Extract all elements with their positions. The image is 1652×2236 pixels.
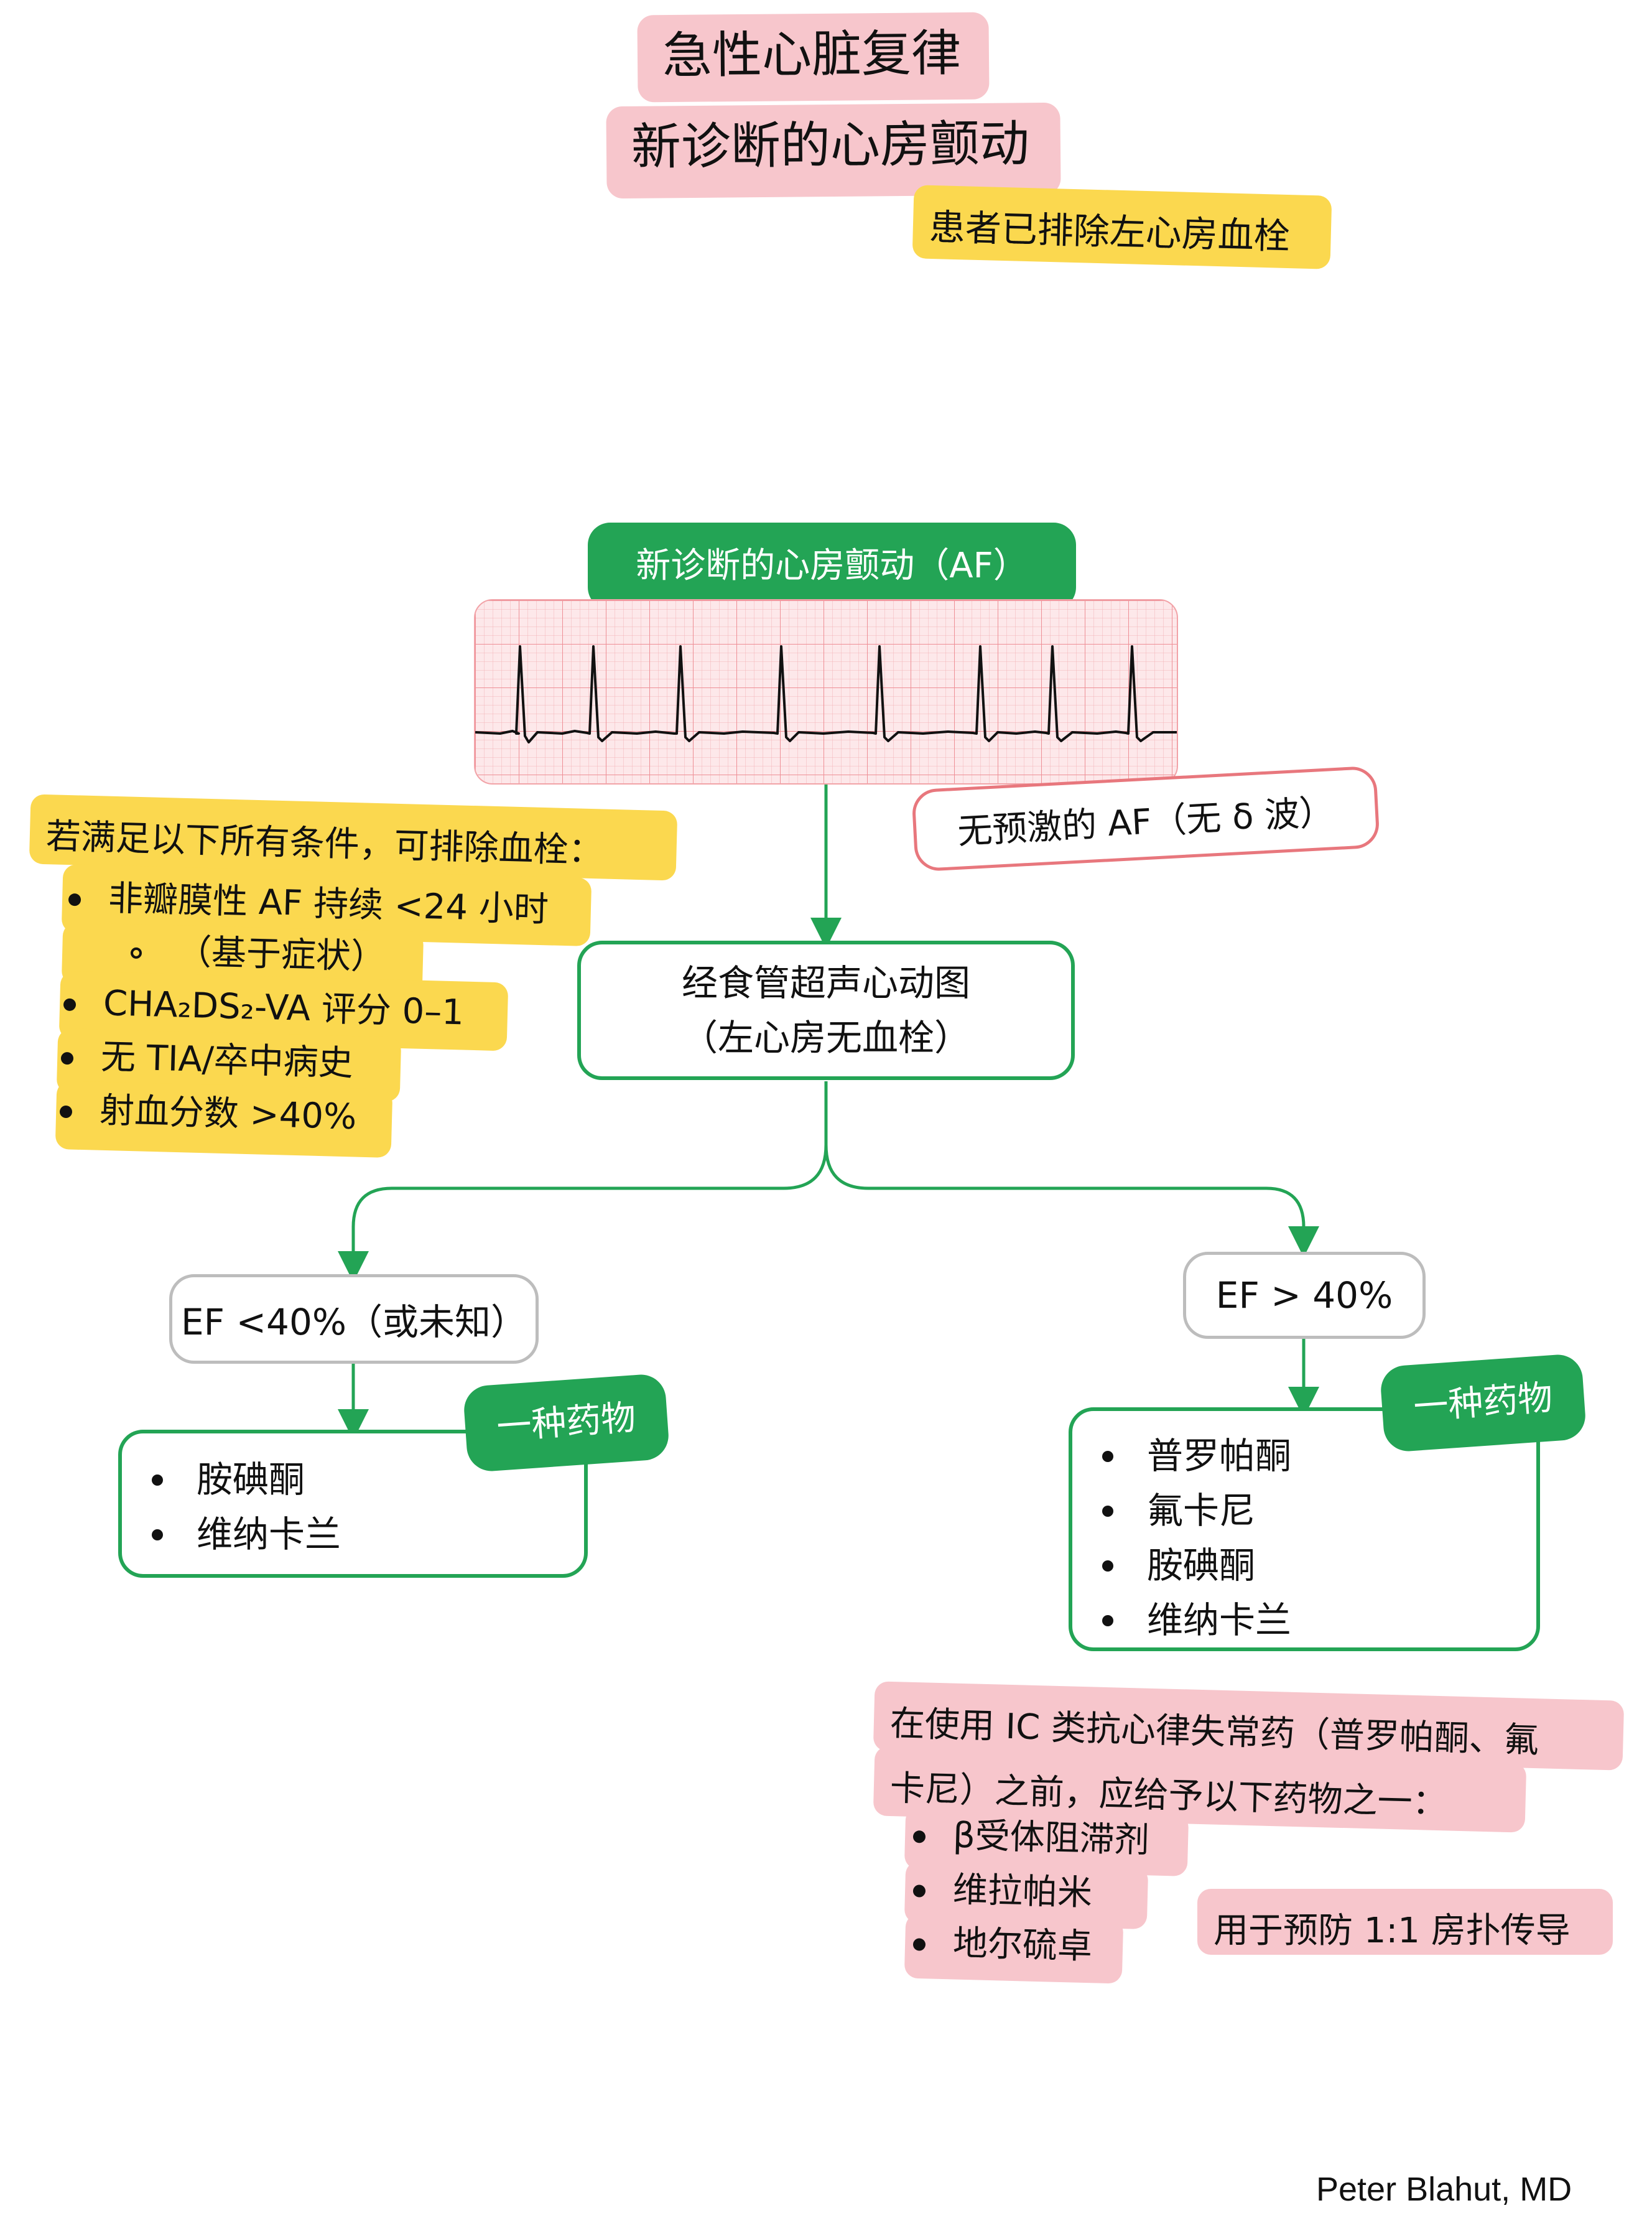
thrombus-line-4: 无 TIA/卒中病史	[60, 1036, 354, 1084]
right-drug-box: 普罗帕酮 氟卡尼 胺碘酮 维纳卡兰	[1069, 1407, 1540, 1651]
ic-note: 用于预防 1:1 房扑传导	[1197, 1889, 1613, 1955]
thrombus-line-5: 射血分数 >40%	[59, 1090, 357, 1138]
bullet-dot-icon	[912, 1938, 926, 1951]
ic-drug-text-3: 地尔硫卓	[952, 1922, 1093, 1967]
thrombus-heading-text: 若满足以下所有条件，可排除血栓：	[45, 816, 604, 872]
left-condition-text: EF <40%（或未知）	[181, 1301, 527, 1343]
right-drug-item-3: 胺碘酮	[1072, 1538, 1536, 1593]
author-credit: Peter Blahut, MD	[1316, 2170, 1572, 2209]
thrombus-line-2: （基于症状）	[130, 931, 386, 978]
right-one-drug-tag: 一种药物	[1379, 1353, 1587, 1453]
left-one-drug-tag: 一种药物	[462, 1372, 671, 1473]
right-drug-item-4: 维纳卡兰	[1072, 1593, 1536, 1647]
bullet-dot-icon	[60, 1051, 74, 1065]
ic-drug-text-2: 维拉帕米	[952, 1869, 1093, 1914]
right-drug-list: 普罗帕酮 氟卡尼 胺碘酮 维纳卡兰	[1072, 1428, 1536, 1647]
bullet-dot-icon	[68, 893, 81, 906]
branch-split-path-right	[824, 1144, 1319, 1257]
left-drug-item-2: 维纳卡兰	[122, 1507, 584, 1562]
left-drug-box: 胺碘酮 维纳卡兰	[118, 1430, 588, 1578]
ecg-waveform	[475, 645, 1177, 743]
right-drug-item-1: 普罗帕酮	[1072, 1428, 1536, 1483]
bullet-dot-icon	[912, 1830, 926, 1843]
ic-drug-2: 维拉帕米	[912, 1869, 1093, 1914]
ic-note-text: 用于预防 1:1 房扑传导	[1213, 1911, 1571, 1951]
ecg-trace-svg	[475, 600, 1177, 783]
ic-drug-3: 地尔硫卓	[912, 1922, 1093, 1967]
thrombus-item-text-4: 无 TIA/卒中病史	[100, 1036, 354, 1084]
sub-bullet-ring-icon	[130, 947, 142, 959]
ic-drug-1: β受体阻滞剂	[912, 1815, 1150, 1861]
author-text: Peter Blahut, MD	[1316, 2171, 1572, 2208]
ic-drug-text-1: β受体阻滞剂	[952, 1815, 1150, 1861]
af-header-text: 新诊断的心房颤动（AF）	[636, 546, 1028, 586]
bullet-dot-icon	[63, 998, 77, 1011]
left-drug-item-1: 胺碘酮	[122, 1452, 584, 1507]
right-condition-text: EF > 40%	[1215, 1274, 1393, 1316]
thrombus-item-text-5: 射血分数 >40%	[99, 1090, 357, 1138]
tee-box: 经食管超声心动图 （左心房无血栓）	[577, 941, 1075, 1080]
right-one-drug-text: 一种药物	[1412, 1377, 1554, 1428]
tee-line-2: （左心房无血栓）	[681, 1017, 970, 1059]
ecg-strip	[474, 599, 1178, 785]
bullet-dot-icon	[912, 1884, 926, 1898]
bullet-dot-icon	[59, 1105, 73, 1119]
left-condition-box: EF <40%（或未知）	[169, 1274, 539, 1364]
left-one-drug-text: 一种药物	[495, 1397, 638, 1448]
thrombus-line-3: CHA₂DS₂-VA 评分 0–1	[63, 983, 465, 1033]
left-drug-list: 胺碘酮 维纳卡兰	[122, 1452, 584, 1562]
right-drug-item-2: 氟卡尼	[1072, 1483, 1536, 1538]
branch-split-path	[338, 1081, 828, 1282]
thrombus-item-text-2: （基于症状）	[176, 931, 386, 978]
tee-line-1: 经食管超声心动图	[681, 962, 970, 1004]
right-condition-box: EF > 40%	[1183, 1252, 1426, 1339]
af-header: 新诊断的心房颤动（AF）	[588, 523, 1076, 610]
no-preexcitation-text: 无预激的 AF（无 δ 波）	[956, 791, 1335, 852]
